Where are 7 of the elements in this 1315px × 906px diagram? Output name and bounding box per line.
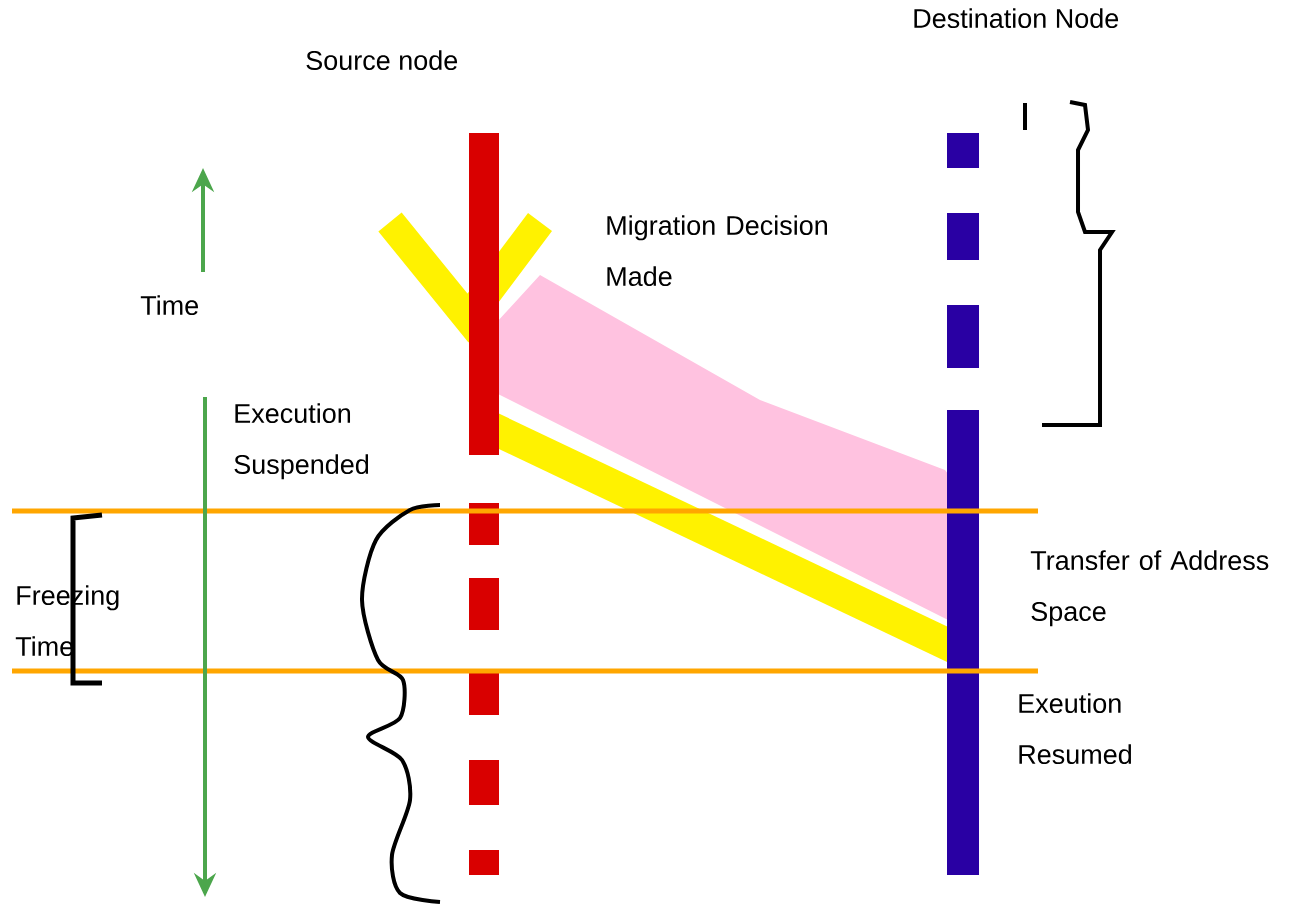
text-label: Time [140,295,198,316]
text-label: Destination Node [914,8,1119,29]
text-label: Migration Decision Made [607,215,827,287]
text-label: Source node [306,50,458,71]
text-label: Exeution Resumed [1019,693,1131,765]
text-label: Transfer of Address Space [1030,550,1269,627]
text-label: Execution Suspended [234,403,369,480]
